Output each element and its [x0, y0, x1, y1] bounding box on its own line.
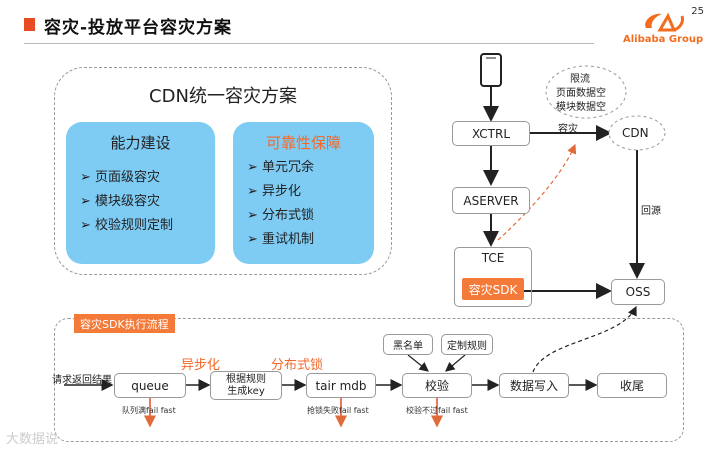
lock-label: 分布式锁 — [271, 358, 324, 373]
cloud-note-3: 模块数据空 — [556, 102, 606, 113]
cloud-note-1: 限流 — [570, 74, 590, 85]
reliability-card: 可靠性保障 ➢ 单元冗余 ➢ 异步化 ➢ 分布式锁 ➢ 重试机制 — [233, 122, 374, 264]
tce-node — [454, 247, 532, 307]
reliability-item: ➢ 重试机制 — [247, 232, 315, 247]
cdn-solution-panel — [54, 67, 392, 275]
cdn-label: CDN — [622, 126, 649, 140]
aserver-node: ASERVER — [452, 187, 530, 214]
brand-name: Alibaba Group — [623, 34, 704, 45]
sdk-flow-title: 容灾SDK执行流程 — [74, 314, 175, 333]
tair-node: tair mdb — [306, 373, 376, 398]
sdk-flow-panel — [54, 318, 684, 442]
custom-rules-node: 定制规则 — [441, 334, 493, 355]
flow-start-label: 请求返回结果 — [52, 375, 112, 386]
disaster-sdk-node: 容灾SDK — [462, 278, 524, 300]
note-cloud-shape — [545, 65, 627, 119]
title-marker — [24, 18, 35, 31]
keygen-line-1: 根据规则 — [226, 373, 266, 385]
check-node: 校验 — [402, 373, 472, 398]
tce-label: TCE — [481, 251, 505, 265]
write-node: 数据写入 — [499, 373, 569, 398]
oss-node: OSS — [611, 279, 665, 305]
title-divider — [24, 43, 594, 44]
cdn-solution-title: CDN统一容灾方案 — [149, 86, 297, 107]
queue-node: queue — [114, 373, 186, 398]
cdn-cloud-shape — [608, 115, 666, 151]
keygen-node: 根据规则 生成key — [210, 371, 282, 400]
async-label: 异步化 — [181, 358, 221, 373]
capability-heading: 能力建设 — [110, 134, 171, 152]
reliability-item: ➢ 分布式锁 — [247, 208, 315, 223]
alibaba-logo-icon — [645, 12, 684, 32]
reliability-item: ➢ 单元冗余 — [247, 160, 315, 175]
xctrl-node: XCTRL — [452, 121, 530, 146]
capability-item: ➢ 页面级容灾 — [80, 170, 161, 185]
rules-to-check-arrow — [445, 354, 466, 372]
blacklist-node: 黑名单 — [383, 334, 433, 355]
page-title: 容灾-投放平台容灾方案 — [44, 18, 233, 38]
keygen-line-2: 生成key — [227, 385, 265, 397]
capability-card: 能力建设 ➢ 页面级容灾 ➢ 模块级容灾 ➢ 校验规则定制 — [66, 122, 215, 264]
capability-item: ➢ 模块级容灾 — [80, 194, 161, 209]
blacklist-to-check-arrow — [407, 354, 429, 372]
capability-item: ➢ 校验规则定制 — [80, 218, 174, 233]
disaster-dashed-curve — [497, 143, 577, 241]
watermark-text: 大数据说 — [6, 432, 59, 447]
origin-label: 回源 — [641, 206, 661, 217]
queue-failfast-note: 队列满fail fast — [122, 406, 176, 415]
cloud-note-2: 页面数据空 — [556, 88, 606, 99]
phone-icon — [480, 53, 502, 87]
reliability-heading: 可靠性保障 — [265, 134, 341, 152]
check-failfast-note: 校验不过fail fast — [406, 406, 468, 415]
page-number: 25 — [691, 6, 704, 17]
finish-node: 收尾 — [597, 373, 667, 398]
disaster-label: 容灾 — [558, 124, 578, 135]
lock-failfast-note: 抢锁失败fail fast — [307, 406, 369, 415]
reliability-item: ➢ 异步化 — [247, 184, 302, 199]
